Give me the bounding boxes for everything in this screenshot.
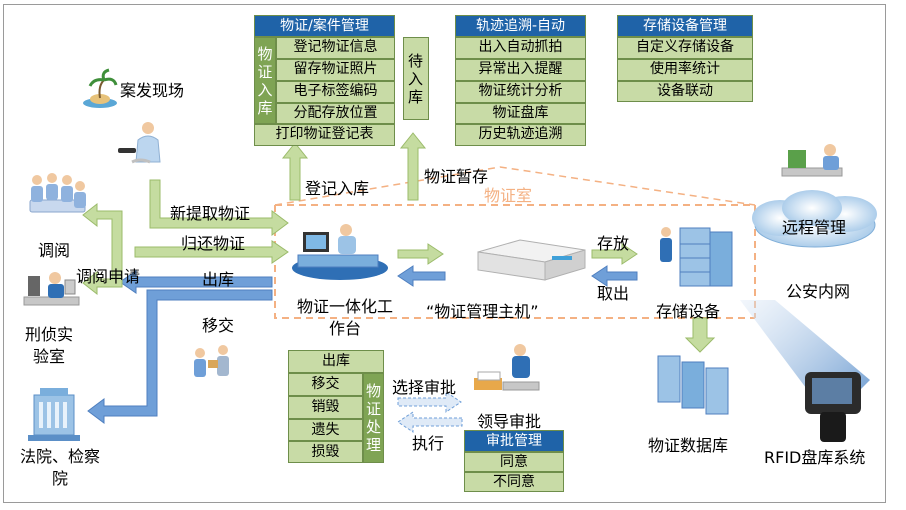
- meeting-icon: [29, 173, 86, 213]
- disposal-item-destroy: 销毁: [288, 396, 363, 419]
- out-storage-label: 出库: [202, 270, 235, 289]
- tracking-item-alert: 异常出入提醒: [455, 59, 586, 81]
- storage-cabinet-icon: [660, 227, 733, 287]
- storage-mgmt-title: 存储设备管理: [617, 15, 753, 37]
- review-arrow: [82, 202, 123, 296]
- fetch-arrow: [591, 265, 638, 287]
- select-approve-label: 选择审批: [392, 378, 457, 397]
- database-label: 物证数据库: [648, 436, 729, 455]
- tracking-item-stats: 物证统计分析: [455, 81, 586, 103]
- evidence-item-tag: 电子标签编码: [276, 81, 395, 103]
- police-net-label: 公安内网: [786, 282, 851, 301]
- forensic-lab-label: 刑侦实验室: [24, 325, 73, 366]
- host-to-ws-arrow: [397, 265, 446, 287]
- evidence-item-photo: 留存物证照片: [276, 59, 395, 81]
- store-arrow: [591, 243, 638, 265]
- leader-icon: [474, 344, 540, 391]
- crime-scene-label: 案发现场: [120, 81, 185, 100]
- return-evidence-label: 归还物证: [181, 234, 246, 253]
- evidence-intake-label: 物证入库: [254, 37, 276, 124]
- approval-title: 审批管理: [464, 430, 564, 452]
- evidence-item-print: 打印物证登记表: [254, 124, 395, 146]
- storage-item-linkage: 设备联动: [617, 81, 753, 102]
- register-in-label: 登记入库: [305, 179, 370, 198]
- disposal-item-damaged: 损毁: [288, 441, 363, 463]
- tracking-item-history: 历史轨迹追溯: [455, 124, 586, 146]
- temp-storage-label: 物证暂存: [424, 167, 489, 186]
- storage-item-custom: 自定义存储设备: [617, 37, 753, 59]
- execute-arrow: [397, 411, 463, 433]
- review-request-label: 调阅申请: [76, 267, 141, 286]
- remote-mgmt-label: 远程管理: [782, 218, 847, 237]
- tracking-title: 轨迹追溯-自动: [455, 15, 586, 37]
- court-label: 法院、检察院: [19, 447, 100, 488]
- approval-item-disagree: 不同意: [464, 472, 564, 492]
- storage-to-db-arrow: [684, 317, 716, 353]
- execute-label: 执行: [412, 434, 445, 453]
- disposal-label: 物证处理: [363, 373, 384, 463]
- register-in-arrow: [281, 142, 309, 201]
- tracking-item-inventory: 物证盘库: [455, 103, 586, 124]
- workstation-label: 物证一体化工作台: [296, 297, 393, 338]
- investigator-icon: [118, 122, 161, 164]
- rfid-label: RFID盘库系统: [764, 448, 866, 467]
- pending-intake-box: 待入库: [403, 37, 429, 120]
- fetch-label: 取出: [597, 284, 630, 303]
- disposal-item-lost: 遗失: [288, 419, 363, 441]
- evidence-item-register: 登记物证信息: [276, 37, 395, 59]
- store-label: 存放: [597, 234, 630, 253]
- remote-admin-icon: [781, 144, 843, 177]
- rfid-handheld-icon: [805, 372, 861, 442]
- out-storage-arrow: [119, 270, 273, 294]
- disposal-item-out: 出库: [288, 350, 384, 373]
- return-evidence-arrow: [134, 240, 289, 264]
- workstation-icon: [292, 224, 388, 280]
- database-server-icon: [657, 355, 729, 415]
- select-approve-arrow: [397, 391, 462, 413]
- leader-approve-label: 领导审批: [477, 412, 542, 431]
- new-extract-arrow: [149, 179, 289, 236]
- transfer-people-icon: [194, 345, 229, 377]
- transfer-arrow: [87, 289, 273, 424]
- storage-device-label: 存储设备: [656, 302, 721, 321]
- temp-storage-arrow: [399, 132, 427, 201]
- tracking-item-capture: 出入自动抓拍: [455, 37, 586, 59]
- evidence-mgmt-title: 物证/案件管理: [254, 15, 395, 37]
- cloud-shape: [752, 190, 877, 248]
- diagram-frame: [3, 4, 886, 503]
- host-label: “物证管理主机”: [426, 302, 539, 321]
- evidence-room-label: 物证室: [484, 186, 533, 205]
- transfer-label: 移交: [202, 316, 235, 335]
- review-label: 调阅: [38, 241, 71, 260]
- lab-icon: [23, 272, 80, 306]
- storage-item-usage: 使用率统计: [617, 59, 753, 81]
- island-icon: [83, 68, 118, 108]
- evidence-item-location: 分配存放位置: [276, 103, 395, 124]
- host-device-icon: [477, 239, 586, 281]
- court-building-icon: [28, 388, 80, 441]
- new-extract-label: 新提取物证: [170, 204, 251, 223]
- disposal-item-transfer: 移交: [288, 373, 363, 396]
- approval-item-agree: 同意: [464, 452, 564, 472]
- ws-to-host-arrow: [397, 243, 444, 265]
